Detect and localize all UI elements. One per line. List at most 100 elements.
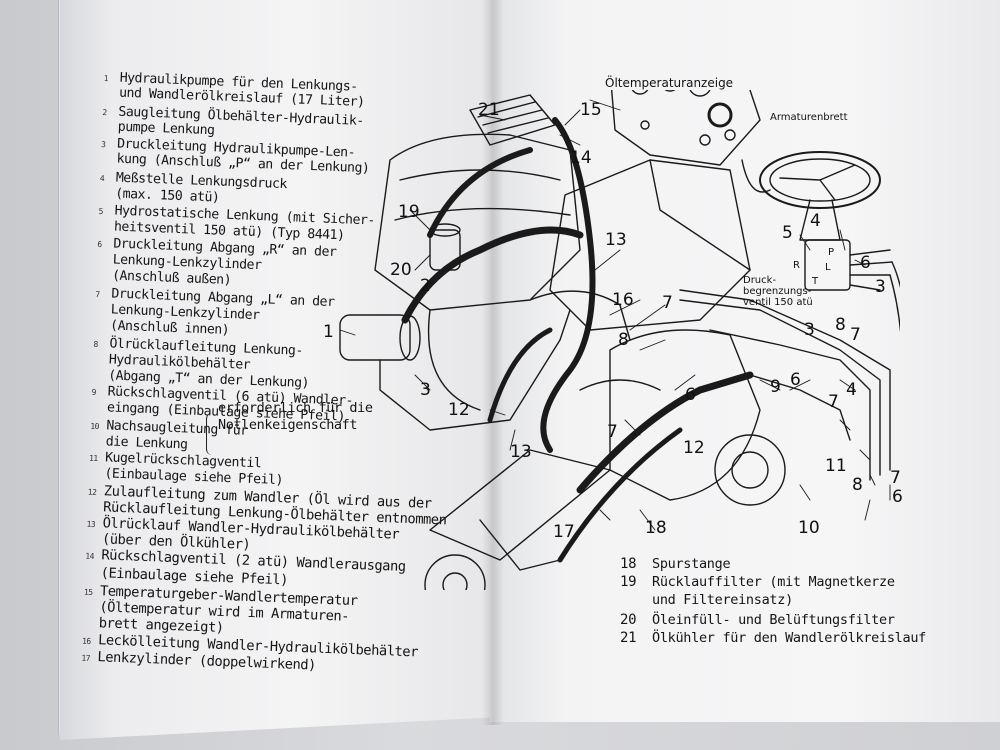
leader-lines bbox=[339, 99, 891, 531]
callout-8: 8 bbox=[852, 475, 863, 495]
callout-14: 14 bbox=[570, 148, 592, 168]
legend-number: 15 bbox=[83, 587, 93, 597]
legend-number: 5 bbox=[98, 206, 104, 217]
callout-20: 20 bbox=[390, 260, 412, 280]
legend-right-row: 19 Rücklauffilter (mit Magnetkerze bbox=[620, 574, 895, 590]
legend-number bbox=[102, 130, 118, 131]
legend-number bbox=[100, 162, 116, 163]
callout-12: 12 bbox=[448, 400, 470, 420]
converter-circle bbox=[714, 434, 786, 506]
legend-number: 19 bbox=[620, 574, 637, 590]
return-line bbox=[540, 117, 596, 453]
pipe-t bbox=[709, 329, 871, 481]
callout-18: 18 bbox=[645, 518, 667, 538]
engine-detail bbox=[394, 169, 571, 221]
callout-7: 7 bbox=[890, 468, 901, 488]
port-p: P bbox=[828, 247, 835, 258]
hose-upper bbox=[427, 147, 533, 238]
legend-number bbox=[93, 363, 109, 364]
legend-text: die Lenkung bbox=[105, 434, 188, 453]
legend-number bbox=[83, 611, 99, 612]
pipe-b bbox=[889, 274, 903, 481]
legend-text: (Anschluß außen) bbox=[111, 268, 232, 289]
legend-text: Rücklauffilter (mit Magnetkerze bbox=[652, 574, 895, 590]
legend-number: 7 bbox=[95, 289, 100, 299]
callout-3: 3 bbox=[804, 320, 815, 340]
legend-number bbox=[96, 279, 112, 280]
legend-number: 9 bbox=[91, 387, 97, 397]
callout-17: 17 bbox=[553, 522, 575, 542]
tank-edge bbox=[649, 159, 751, 271]
legend-left-row: (max. 150 atü) bbox=[99, 186, 220, 206]
wheel-hub-inner bbox=[442, 572, 468, 598]
oil-cooler bbox=[469, 94, 556, 146]
legend-number: 17 bbox=[81, 653, 91, 663]
callout-1: 1 bbox=[323, 322, 334, 342]
brace-note-line: Notlenkeigenschaft bbox=[218, 417, 358, 433]
gauge-icon bbox=[724, 129, 736, 141]
callout-3: 3 bbox=[420, 380, 431, 400]
feed-line bbox=[576, 371, 754, 494]
switch-icon bbox=[640, 120, 650, 130]
callout-12: 12 bbox=[683, 438, 705, 458]
gauge-icon bbox=[660, 72, 680, 92]
legend-number: 16 bbox=[81, 636, 91, 646]
suction-line bbox=[401, 226, 584, 324]
legend-number bbox=[90, 445, 106, 446]
steering-wheel bbox=[759, 151, 881, 209]
steering-wheel-inner bbox=[769, 158, 871, 202]
legend-number: 14 bbox=[85, 551, 95, 561]
callout-8: 8 bbox=[618, 330, 629, 350]
callout-7: 7 bbox=[828, 392, 839, 412]
callout-13: 13 bbox=[605, 230, 627, 250]
callout-13: 13 bbox=[510, 442, 532, 462]
legend-number: 12 bbox=[87, 487, 97, 498]
pipe-a bbox=[891, 261, 911, 481]
legend-text: Ölkühler für den Wandlerölkreislauf bbox=[652, 630, 926, 646]
legend-number: 10 bbox=[90, 421, 100, 432]
legend-number: 13 bbox=[86, 519, 96, 529]
valve-label-3: ventil 150 atü bbox=[743, 297, 813, 308]
legend-text: (Anschluß innen) bbox=[109, 318, 230, 338]
legend-number bbox=[99, 197, 115, 198]
callout-10: 10 bbox=[798, 518, 820, 538]
legend-number: 11 bbox=[88, 453, 98, 464]
legend-number bbox=[97, 263, 113, 264]
legend-number bbox=[83, 627, 99, 628]
pipe-l bbox=[679, 299, 881, 476]
dashboard-label: Armaturenbrett bbox=[770, 112, 848, 123]
legend-number bbox=[98, 230, 114, 231]
legend-number bbox=[94, 329, 110, 330]
callout-9: 9 bbox=[770, 377, 781, 397]
legend-number bbox=[103, 96, 119, 97]
callout-6: 6 bbox=[892, 487, 903, 507]
callout-15: 15 bbox=[580, 100, 602, 120]
pipe-e bbox=[427, 309, 481, 411]
callout-6: 6 bbox=[790, 370, 801, 390]
gauge-icon bbox=[699, 134, 711, 146]
port-t: T bbox=[812, 276, 819, 287]
tie-rod bbox=[479, 519, 561, 571]
converter-housing bbox=[609, 329, 761, 501]
legend-number bbox=[92, 379, 108, 380]
legend-text: Spurstange bbox=[652, 556, 731, 572]
oil-tank bbox=[549, 159, 751, 331]
legend-number bbox=[87, 511, 103, 512]
hydraulic-pump bbox=[339, 314, 411, 361]
steering-ports bbox=[849, 249, 893, 291]
port-l: L bbox=[825, 262, 831, 273]
port-r: R bbox=[793, 260, 800, 271]
legend-number: 8 bbox=[93, 339, 98, 349]
gauge-icon bbox=[630, 75, 650, 95]
oil-temp-gauge-icon bbox=[707, 102, 733, 128]
callout-6: 6 bbox=[685, 385, 696, 405]
steering-spokes bbox=[779, 164, 856, 201]
callout-6: 6 bbox=[860, 253, 871, 273]
legend-text: und Filtereinsatz) bbox=[652, 592, 793, 608]
legend-right-row: und Filtereinsatz) bbox=[620, 592, 793, 608]
callout-11: 11 bbox=[825, 456, 847, 476]
brace-note: erforderlich für die Notlenkeigenschaft bbox=[218, 400, 373, 434]
legend-number bbox=[86, 543, 102, 544]
